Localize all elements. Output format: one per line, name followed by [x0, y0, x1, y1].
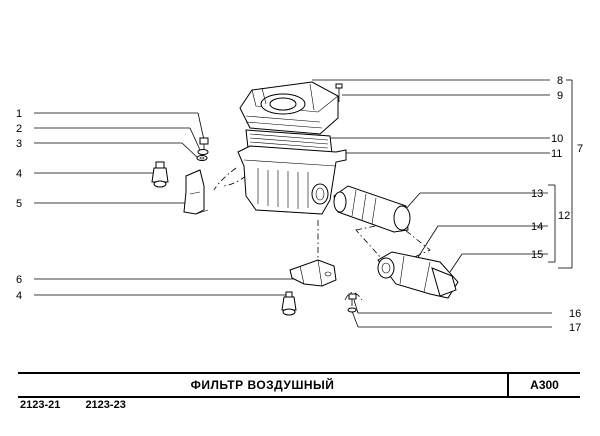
callout-8: 8: [557, 75, 563, 87]
callout-numbers: 1 2 3 4 5 6 4 7 8 9 10 11 12 13 14 15 16…: [16, 75, 583, 334]
assembly-lines: [213, 167, 431, 301]
page-title: ФИЛЬТР ВОЗДУШНЫЙ: [190, 378, 335, 392]
leader-lines: [34, 79, 573, 328]
rubber-mount-lower: [281, 291, 297, 316]
title-bar: ФИЛЬТР ВОЗДУШНЫЙ А300: [18, 372, 580, 398]
model-list: 2123-21 2123-23: [20, 399, 148, 411]
bracket-5: [183, 169, 209, 215]
callout-13: 13: [531, 188, 543, 200]
callout-9: 9: [557, 90, 563, 102]
callout-11: 11: [551, 148, 562, 160]
callout-2: 2: [16, 123, 22, 135]
intake-hose: [333, 185, 411, 233]
callout-16: 16: [569, 308, 581, 320]
callout-5: 5: [16, 198, 22, 210]
callout-4-lower: 4: [16, 290, 22, 302]
bolt-9: [335, 83, 343, 102]
callout-6: 6: [16, 274, 22, 286]
model-code-2: 2123-23: [85, 399, 126, 411]
filter-lid: [239, 81, 339, 135]
callout-10: 10: [551, 133, 563, 145]
bolt-washer-lower: [347, 293, 357, 313]
intake-nozzle: [377, 251, 459, 299]
bolt-washer-set: [196, 137, 209, 161]
catalog-code: А300: [530, 378, 559, 392]
callout-1: 1: [16, 108, 22, 120]
callout-12: 12: [558, 210, 570, 222]
callout-17: 17: [569, 322, 581, 334]
callout-14: 14: [531, 221, 543, 233]
callout-7: 7: [577, 143, 583, 155]
callout-4-upper: 4: [16, 168, 22, 180]
filter-housing: [237, 145, 347, 215]
title-divider: [507, 374, 509, 396]
callout-3: 3: [16, 138, 22, 150]
rubber-mount-upper: [151, 161, 169, 188]
model-code-1: 2123-21: [20, 399, 61, 411]
bracket-6: [289, 259, 337, 287]
callout-15: 15: [531, 249, 543, 261]
